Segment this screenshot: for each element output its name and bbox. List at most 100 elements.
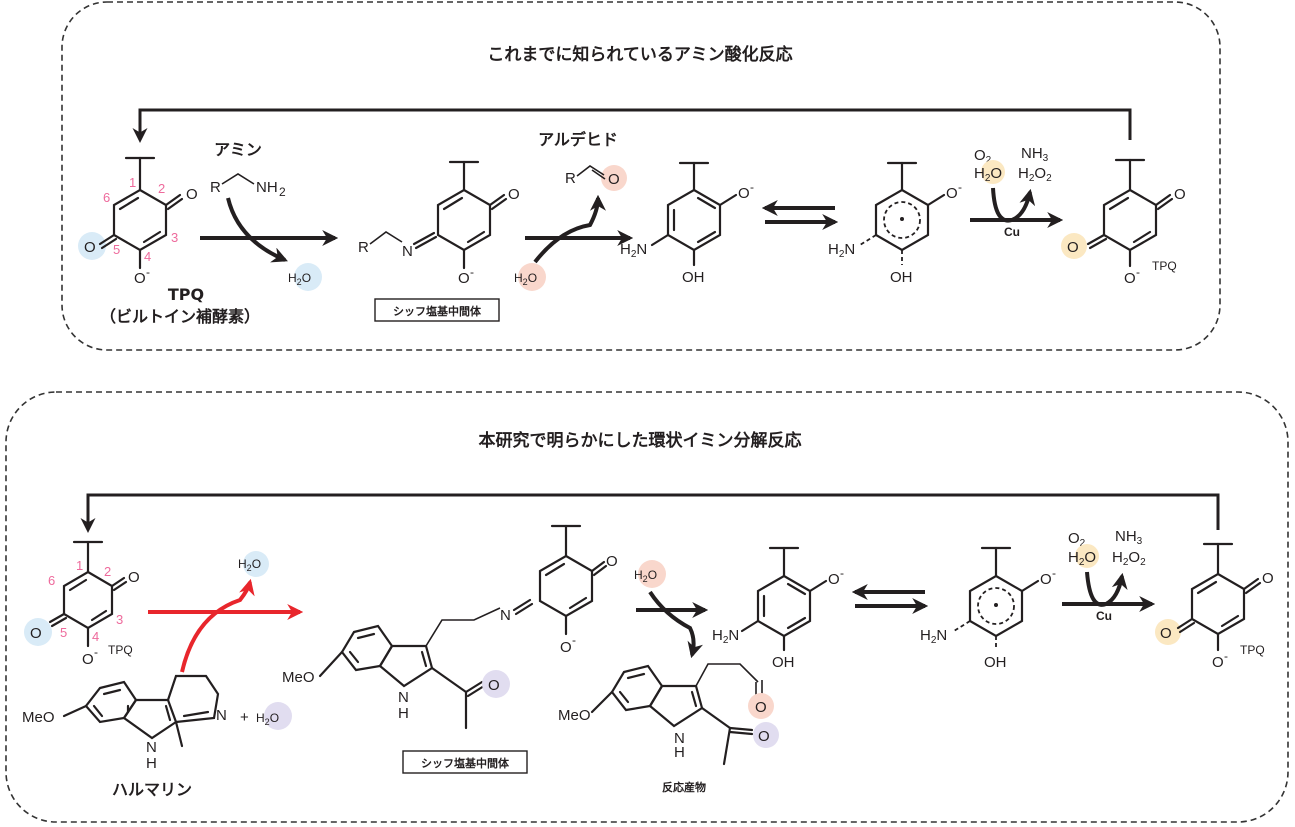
svg-text:H2O: H2O: [974, 165, 1002, 184]
svg-text:O: O: [606, 553, 618, 570]
svg-text:O: O: [1067, 239, 1079, 256]
panel-title: これまでに知られているアミン酸化反応: [487, 44, 792, 65]
svg-text:N: N: [146, 739, 157, 756]
panel-known-amine-oxidation: これまでに知られているアミン酸化反応 O O O - 1 2 3 4 5 6: [61, 1, 1221, 351]
amine-label: アミン: [214, 140, 262, 159]
semiquinone-radical-structure: O - H2N OH: [828, 161, 962, 286]
curved-arrow-o2: [991, 187, 1036, 223]
svg-text:O: O: [560, 639, 572, 656]
tpq-structure: O O O - 1 2 3 4 5 6: [78, 156, 198, 287]
svg-text:OH: OH: [772, 654, 795, 671]
svg-text:MeO: MeO: [22, 709, 55, 726]
svg-text:2: 2: [279, 185, 286, 199]
svg-text:H2O: H2O: [634, 568, 657, 584]
svg-text:O: O: [30, 625, 42, 642]
svg-text:H2O: H2O: [514, 271, 537, 287]
svg-text:MeO: MeO: [282, 669, 315, 686]
svg-text:H: H: [398, 705, 409, 722]
catalyst-label: Cu: [1096, 609, 1112, 623]
svg-text:O: O: [1040, 571, 1052, 588]
curved-arrow-product: [648, 590, 704, 659]
svg-text:O: O: [1262, 570, 1274, 587]
svg-text:H2N: H2N: [620, 241, 647, 260]
svg-text:4: 4: [92, 629, 99, 644]
recycle-arrow: [132, 108, 1132, 143]
harmaline-structure: MeO N N H + H2O: [22, 674, 292, 772]
svg-text:-: -: [94, 645, 98, 659]
highlight-oxygen-blue: [78, 232, 106, 260]
product-label: 反応産物: [662, 780, 706, 794]
svg-text:H2N: H2N: [712, 627, 739, 646]
svg-text:2: 2: [158, 181, 165, 196]
svg-text:6: 6: [103, 190, 110, 205]
svg-text:-: -: [572, 633, 576, 647]
svg-text:-: -: [958, 180, 962, 194]
svg-text:H2N: H2N: [920, 627, 947, 646]
svg-text:O: O: [186, 186, 198, 203]
svg-text:-: -: [1224, 649, 1228, 663]
svg-text:R: R: [358, 239, 369, 256]
svg-text:R: R: [565, 170, 576, 187]
svg-text:-: -: [750, 180, 754, 194]
svg-text:-: -: [1052, 566, 1056, 580]
svg-text:2: 2: [104, 564, 111, 579]
svg-text:-: -: [1136, 265, 1140, 279]
svg-text:O: O: [458, 270, 470, 287]
svg-text:OH: OH: [682, 269, 705, 286]
svg-text:O: O: [828, 571, 840, 588]
svg-text:O: O: [1212, 654, 1224, 671]
svg-text:O: O: [1124, 270, 1136, 287]
svg-text:NH3: NH3: [1021, 145, 1049, 164]
curved-arrow-red-water-out: [180, 578, 255, 673]
svg-text:O: O: [608, 171, 620, 188]
svg-text:H2O: H2O: [256, 711, 279, 727]
svg-text:H2O2: H2O2: [1112, 549, 1146, 568]
svg-text:4: 4: [144, 249, 151, 264]
svg-text:O: O: [755, 699, 767, 716]
tpq-structure: O O O - TPQ 1 2 3 4 5 6: [24, 540, 140, 668]
svg-text:+: +: [240, 709, 249, 726]
svg-text:O: O: [946, 185, 958, 202]
svg-text:N: N: [216, 707, 227, 724]
schiff-label-box: [402, 750, 528, 774]
svg-text:N: N: [500, 607, 511, 624]
svg-text:H2O2: H2O2: [1018, 165, 1052, 184]
svg-text:NH: NH: [256, 179, 278, 196]
svg-text:N: N: [398, 689, 409, 706]
schiff-base-intermediate: R N O O -: [358, 160, 520, 287]
aldehyde-label: アルデヒド: [538, 130, 618, 149]
curved-arrow-o2: [1085, 571, 1128, 607]
svg-text:O: O: [758, 728, 770, 745]
svg-text:TPQ: TPQ: [1152, 259, 1177, 273]
schiff-label-box: [374, 298, 500, 322]
svg-text:H: H: [146, 755, 157, 772]
svg-text:NH3: NH3: [1115, 528, 1143, 547]
svg-text:O: O: [128, 569, 140, 586]
svg-text:O: O: [1174, 186, 1186, 203]
svg-text:O: O: [82, 651, 94, 668]
panel-border: [61, 1, 1221, 351]
tpq-regenerated-structure: O O O - TPQ: [1155, 542, 1274, 671]
schiff-label: シッフ塩基中間体: [393, 304, 482, 318]
svg-text:H: H: [674, 744, 685, 761]
aminophenol-structure: O - H2N OH: [712, 546, 844, 671]
svg-text:1: 1: [129, 175, 136, 190]
water-label: H2O: [288, 271, 311, 287]
svg-text:6: 6: [48, 573, 55, 588]
svg-text:3: 3: [116, 612, 123, 627]
svg-text:O: O: [738, 185, 750, 202]
reaction-product-structure: MeO O O N H: [558, 663, 779, 766]
svg-text:O: O: [1160, 625, 1172, 642]
panel-cyclic-imine-degradation: 本研究で明らかにした環状イミン分解反応 O O O - TPQ 1 2 3 4 …: [5, 391, 1289, 823]
catalyst-label: Cu: [1004, 225, 1020, 239]
recycle-arrow: [80, 493, 1220, 533]
tpq-label: TPQ: [168, 285, 204, 304]
curved-arrow-water-out: [226, 197, 288, 263]
svg-text:MeO: MeO: [558, 707, 591, 724]
tpq-regenerated-structure: O O O - TPQ: [1061, 158, 1186, 287]
curved-arrow-aldehyde: [533, 194, 606, 264]
tpq-sublabel: （ビルトイン補酵素）: [100, 307, 260, 326]
svg-text:O: O: [134, 270, 146, 287]
svg-text:O: O: [84, 239, 96, 256]
svg-text:O: O: [508, 186, 520, 203]
